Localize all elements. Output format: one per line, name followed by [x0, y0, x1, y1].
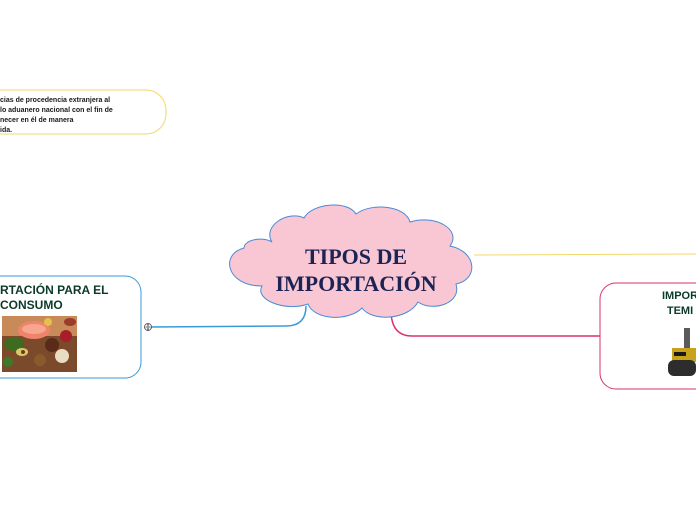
note-node[interactable]: [0, 89, 167, 135]
connector-top-right: [473, 253, 696, 256]
food-photo: [2, 316, 77, 372]
right-node-title: IMPOR TEMI: [661, 290, 696, 317]
central-title: TIPOS DE IMPORTACIÓN: [275, 244, 437, 296]
connector-right: [390, 309, 600, 337]
note-text: cias de procedencia extranjera al lo adu…: [0, 97, 113, 134]
central-cloud[interactable]: [229, 204, 473, 318]
globe-icon[interactable]: [144, 323, 152, 332]
connector-left: [149, 305, 307, 328]
machinery-photo: [668, 328, 696, 376]
left-node-title: RTACIÓN PARA EL CONSUMO: [0, 283, 109, 312]
